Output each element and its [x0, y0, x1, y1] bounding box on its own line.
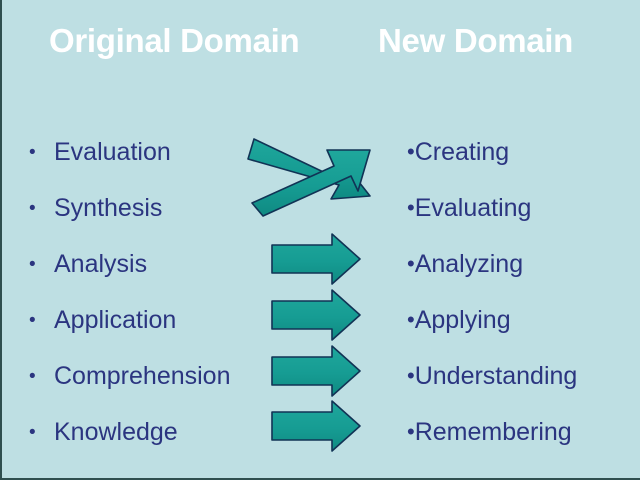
original-domain-list: • Evaluation • Synthesis • Analysis • Ap…	[24, 124, 274, 460]
bullet-icon: •	[407, 195, 415, 220]
list-item-label: Evaluating	[414, 193, 532, 222]
list-item-label: Synthesis	[54, 193, 163, 222]
bullet-icon: •	[29, 197, 36, 219]
bullet-icon: •	[29, 253, 36, 275]
arrow-comprehension-to-understanding-icon	[271, 345, 361, 397]
list-item-label: Evaluation	[54, 137, 171, 166]
list-item: • Application	[24, 292, 274, 348]
list-item-label: Applying	[414, 305, 511, 334]
bullet-icon: •	[407, 363, 415, 388]
list-item: • Analyzing	[407, 236, 640, 292]
bullet-icon: •	[407, 251, 415, 276]
heading-new-domain: New Domain	[378, 22, 574, 59]
list-item-label: Analyzing	[414, 249, 524, 278]
bullet-icon: •	[29, 365, 36, 387]
list-item-label: Understanding	[414, 361, 578, 390]
list-item: • Evaluating	[407, 180, 640, 236]
list-item-label: Knowledge	[54, 417, 178, 446]
list-item: • Creating	[407, 124, 640, 180]
bullet-icon: •	[407, 419, 415, 444]
list-item: • Synthesis	[24, 180, 274, 236]
list-item: • Understanding	[407, 348, 640, 404]
list-item: • Remembering	[407, 404, 640, 460]
bullet-icon: •	[29, 141, 36, 163]
list-item-label: Creating	[414, 137, 510, 166]
new-domain-list: • Creating • Evaluating • Analyzing • Ap…	[407, 124, 640, 460]
arrow-application-to-applying-icon	[271, 289, 361, 341]
list-item: • Comprehension	[24, 348, 274, 404]
list-item-label: Application	[54, 305, 177, 334]
list-item-label: Comprehension	[54, 361, 231, 390]
bullet-icon: •	[29, 309, 36, 331]
list-item: • Analysis	[24, 236, 274, 292]
bullet-icon: •	[407, 307, 415, 332]
list-item: • Applying	[407, 292, 640, 348]
list-item: • Evaluation	[24, 124, 274, 180]
arrow-knowledge-to-remembering-icon	[271, 400, 361, 452]
heading-original-domain: Original Domain	[49, 22, 300, 59]
bullet-icon: •	[29, 421, 36, 443]
list-item-label: Remembering	[414, 417, 572, 446]
list-item: • Knowledge	[24, 404, 274, 460]
arrow-analysis-to-analyzing-icon	[271, 233, 361, 285]
list-item-label: Analysis	[54, 249, 148, 278]
bullet-icon: •	[407, 139, 415, 164]
